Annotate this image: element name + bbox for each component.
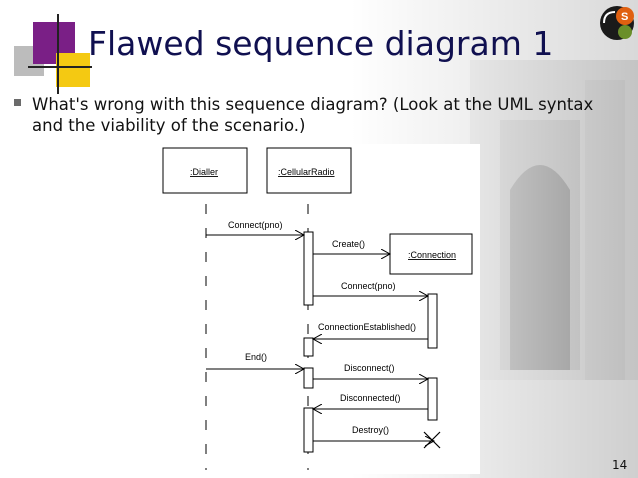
connection-object-label: :Connection	[408, 250, 456, 260]
page-number: 14	[612, 458, 628, 472]
decorative-vertical-line	[57, 14, 59, 94]
cellularradio-activation-1	[303, 231, 314, 306]
cellularradio-activation-3	[303, 367, 314, 389]
cellularradio-object-box	[266, 147, 352, 194]
destroy-x-mark-b	[423, 431, 441, 449]
cellularradio-object-label: :CellularRadio	[278, 167, 335, 177]
dialler-object-label: :Dialler	[190, 167, 218, 177]
decorative-horizontal-line	[28, 66, 92, 68]
sequence-diagram-svg: :Dialler :CellularRadio :Connection Conn…	[160, 144, 480, 474]
message-label-disconnected: Disconnected()	[340, 393, 401, 403]
bullet-text: What's wrong with this sequence diagram?…	[32, 95, 594, 135]
bullet-square-icon	[14, 99, 21, 106]
connection-object-box	[389, 233, 473, 275]
message-label-disconnect: Disconnect()	[344, 363, 395, 373]
message-label-connection-established: ConnectionEstablished()	[318, 322, 416, 332]
decorative-yellow-square	[56, 53, 90, 87]
slide-title: Flawed sequence diagram 1	[88, 24, 554, 63]
connection-activation-2	[427, 377, 438, 421]
message-label-connect: Connect(pno)	[228, 220, 283, 230]
connection-activation-1	[427, 293, 438, 349]
cs-logo-icon: S	[600, 6, 634, 40]
message-label-end: End()	[245, 352, 267, 362]
sequence-diagram: :Dialler :CellularRadio :Connection Conn…	[160, 144, 480, 478]
message-label-connect-2: Connect(pno)	[341, 281, 396, 291]
message-label-create: Create()	[332, 239, 365, 249]
cellularradio-activation-2	[303, 337, 314, 357]
dialler-object-box	[162, 147, 248, 194]
message-label-destroy: Destroy()	[352, 425, 389, 435]
logo-letter: S	[621, 11, 628, 23]
cellularradio-activation-4	[303, 407, 314, 453]
